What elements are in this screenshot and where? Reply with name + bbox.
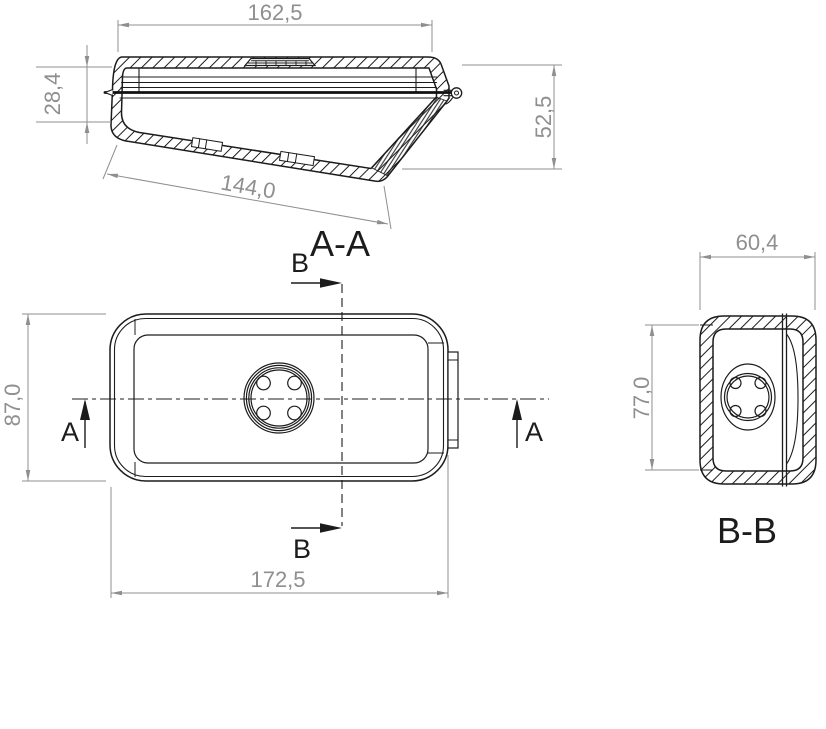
marker-b-bottom-label: B [293,534,311,564]
section-bb-title: B-B [717,510,777,551]
plan-outer-contour [109,313,449,482]
section-marker-b-top: B [291,248,342,288]
aa-clip-1 [190,137,224,152]
aa-lid-lines [119,67,440,99]
plan-view [72,284,549,526]
aa-hinge [443,87,463,105]
section-aa-title: A-A [310,223,370,264]
plan-seam-contour [113,317,445,478]
dim-plan-height [22,313,106,482]
screw-hole [256,375,271,391]
screw-hole [287,405,302,421]
dim-aa-top-width-label: 162,5 [247,0,302,25]
section-bb-dimensions [645,252,816,471]
screw-hole [754,404,767,418]
section-marker-a-left: A [61,399,90,448]
dim-aa-left-height [36,45,112,144]
section-marker-a-right: A [512,399,543,448]
plan-latch-tab [447,351,459,449]
aa-left-notch [103,88,114,97]
marker-a-left-label: A [61,417,79,447]
dim-plan-width [110,455,449,598]
section-bb-view [699,313,817,487]
screw-hole [256,405,271,421]
marker-b-top-label: B [291,248,309,278]
screw-hole [754,376,767,390]
screw-hole [729,404,742,418]
dim-bb-top-width-label: 60,4 [736,230,779,255]
bb-center-boss [720,363,776,431]
dim-aa-right-height [402,64,562,170]
section-aa-view [103,56,463,183]
bb-lid-seam [781,313,799,487]
section-marker-b-bottom: B [291,523,342,564]
aa-dense-wall [371,96,448,177]
screw-hole [287,375,302,391]
dim-aa-bottom-width-label: 144,0 [219,170,278,204]
bb-tangent-ticks [700,324,713,471]
screw-hole [729,376,742,390]
dim-aa-left-height-label: 28,4 [40,73,65,116]
dim-bb-left-height [645,324,699,471]
section-aa-dimensions [36,20,562,230]
plan-corner-steps [134,319,444,477]
dim-aa-bottom-width [102,144,392,230]
dim-plan-width-label: 172,5 [250,567,305,592]
marker-a-right-label: A [525,417,543,447]
aa-clip-2 [278,150,316,167]
aa-hinge-pin [450,87,463,99]
dim-bb-top-width [699,252,816,310]
plan-dimensions [22,313,449,598]
aa-top-recess [243,57,317,67]
plan-center-boss [243,362,315,434]
dim-aa-top-width [117,20,433,52]
dim-plan-height-label: 87,0 [0,384,25,427]
dim-aa-right-height-label: 52,5 [531,96,556,139]
dim-bb-left-height-label: 77,0 [629,377,654,420]
bb-wall-ring [699,315,817,485]
